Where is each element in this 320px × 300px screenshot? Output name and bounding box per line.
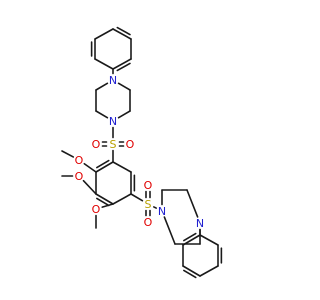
atom-n-label: N — [156, 205, 168, 218]
double-bond-line — [95, 161, 114, 173]
atom-label-background — [107, 74, 119, 86]
atom-o-label: O — [73, 170, 85, 183]
atom-symbol-text: O — [75, 154, 84, 167]
single-bond-line — [130, 193, 144, 202]
atom-label-background — [107, 115, 119, 127]
double-bond-inner-line — [116, 26, 131, 36]
atom-o-label: O — [124, 138, 136, 151]
atom-n-label: N — [107, 74, 119, 87]
single-bond-line — [95, 82, 109, 91]
atom-label-background — [90, 203, 102, 215]
atom-symbol-text: O — [92, 138, 101, 151]
double-bond-inner-line — [183, 232, 197, 242]
atom-label-background — [194, 217, 206, 229]
double-bond-inner-line — [96, 159, 110, 169]
atom-label-background — [142, 179, 154, 191]
atom-label-background — [156, 205, 168, 217]
single-bond-line — [101, 203, 114, 208]
atom-symbol-text: S — [145, 198, 152, 211]
atom-symbol-text: N — [109, 74, 117, 87]
atom-label-background — [73, 170, 85, 182]
atom-o-label: O — [90, 138, 102, 151]
double-bond-line — [182, 234, 201, 246]
single-bond-line — [117, 82, 131, 91]
atom-s-label: S — [107, 138, 119, 151]
single-bond-line — [199, 234, 219, 246]
atom-o-label: O — [73, 154, 85, 167]
atom-symbol-text: S — [110, 138, 117, 151]
double-bond-inner-line — [183, 269, 197, 279]
single-bond-line — [61, 150, 75, 158]
atom-o-label: O — [142, 179, 154, 192]
single-bond-line — [83, 162, 97, 173]
atom-symbol-text: N — [109, 115, 117, 128]
bond-layer — [61, 26, 223, 279]
double-bond-inner-line — [96, 197, 110, 207]
atom-symbol-text: O — [126, 138, 135, 151]
atom-o-label: O — [142, 216, 154, 229]
single-bond-line — [112, 161, 132, 173]
atom-label-background — [142, 216, 154, 228]
atom-label-background — [90, 138, 102, 150]
atom-label-background — [142, 198, 154, 210]
double-bond-line — [182, 265, 201, 277]
atom-label-background — [73, 154, 85, 166]
single-bond-line — [82, 179, 97, 195]
single-bond-line — [112, 193, 132, 205]
single-bond-line — [95, 110, 109, 119]
atom-s-label: S — [142, 198, 154, 211]
single-bond-line — [199, 265, 219, 277]
single-bond-line — [94, 28, 114, 40]
atom-symbol-text: O — [75, 170, 84, 183]
atom-n-label: N — [194, 217, 206, 230]
single-bond-line — [117, 110, 131, 119]
single-bond-line — [94, 58, 114, 70]
double-bond-line — [95, 193, 114, 205]
atom-label-background — [124, 138, 136, 150]
atom-symbol-text: O — [144, 216, 153, 229]
atom-n-label: N — [107, 115, 119, 128]
atom-label-background — [107, 138, 119, 150]
single-bond-line — [163, 216, 176, 245]
atom-symbol-text: O — [144, 179, 153, 192]
double-bond-line — [112, 58, 132, 70]
single-bond-line — [153, 206, 157, 209]
double-bond-inner-line — [116, 62, 131, 72]
single-bond-line — [186, 189, 199, 218]
double-bond-line — [112, 28, 132, 40]
atom-symbol-text: N — [158, 205, 166, 218]
atom-symbol-text: N — [196, 217, 204, 230]
atom-symbol-text: O — [92, 203, 101, 216]
atom-o-label: O — [90, 203, 102, 216]
